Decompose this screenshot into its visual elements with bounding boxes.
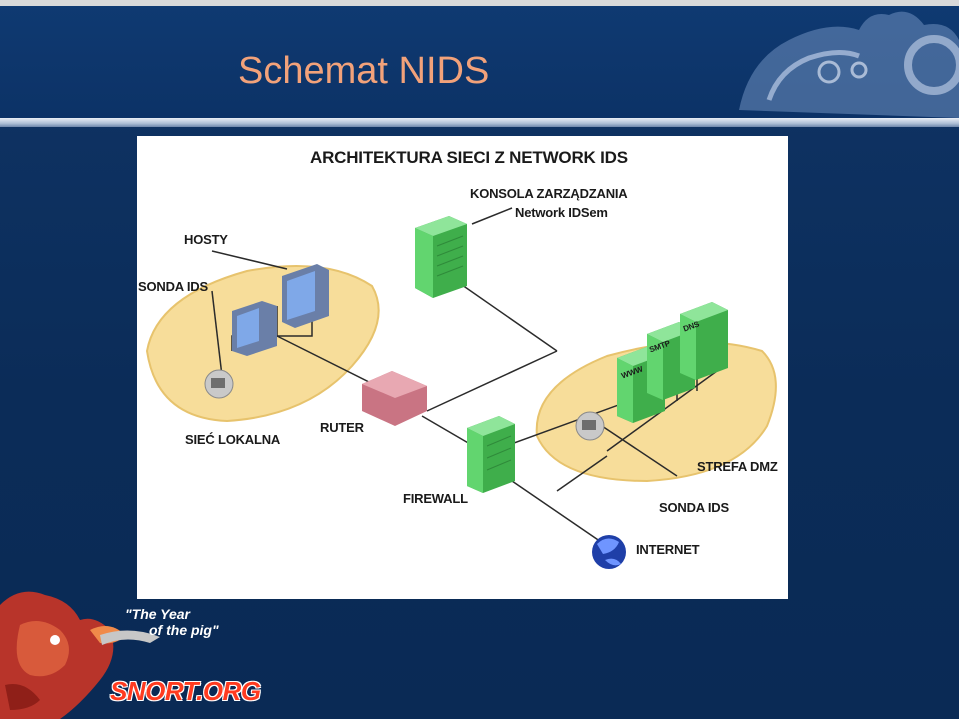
lan-label: SIEĆ LOKALNA (185, 432, 281, 447)
dmz-probe-label: SONDA IDS (659, 500, 729, 515)
slogan-line-1: "The Year (125, 606, 191, 622)
lan-probe-label: SONDA IDS (138, 279, 208, 294)
pig-logo-icon (739, 11, 959, 118)
diagram-canvas (145, 207, 777, 569)
internet-globe-icon (592, 535, 626, 569)
slide-title: Schemat NIDS (238, 50, 490, 92)
lan-probe-icon (204, 369, 234, 399)
host-pc-icon-2 (282, 264, 329, 328)
network-diagram: ARCHITEKTURA SIECI Z NETWORK IDS KONSOLA… (137, 136, 788, 599)
diagram-heading: ARCHITEKTURA SIECI Z NETWORK IDS (310, 148, 628, 167)
dns-server-icon (680, 302, 728, 380)
snort-pig-mascot-icon (0, 591, 160, 719)
internet-label: INTERNET (636, 542, 700, 557)
snort-brand-text: SNORT.ORG (110, 676, 261, 706)
top-strip (0, 0, 959, 6)
firewall-server-icon (467, 416, 515, 493)
dmz-label: STREFA DMZ (697, 459, 778, 474)
console-label: KONSOLA ZARZĄDZANIA (470, 186, 628, 201)
slogan-line-2: of the pig" (149, 622, 219, 638)
dmz-probe-icon (575, 411, 605, 441)
router-label: RUTER (320, 420, 364, 435)
console-sublabel: Network IDSem (515, 205, 608, 220)
hosts-label: HOSTY (184, 232, 228, 247)
host-pc-icon-1 (232, 301, 277, 356)
router-icon (362, 371, 427, 426)
www-server-icon (617, 346, 665, 423)
console-server-icon (415, 216, 467, 298)
header-rule (0, 118, 959, 127)
firewall-label: FIREWALL (403, 491, 468, 506)
slogan: "The Year of the pig" (125, 606, 219, 638)
smtp-server-icon (647, 322, 695, 400)
